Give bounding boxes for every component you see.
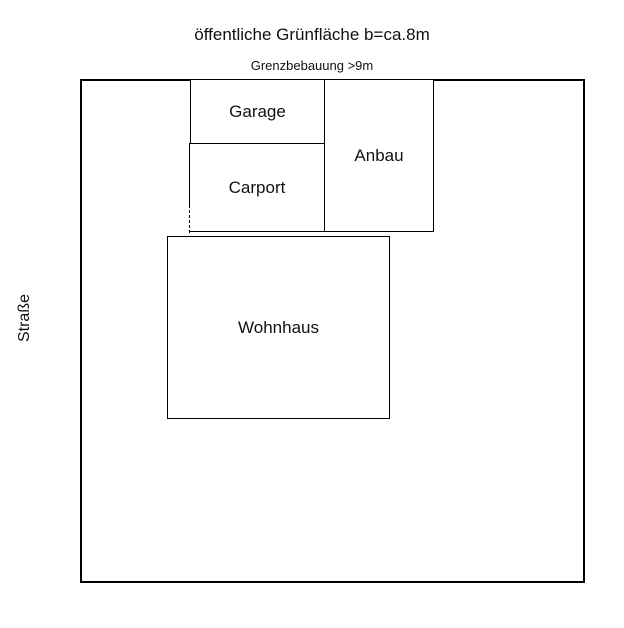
building-wohnhaus: Wohnhaus — [167, 236, 390, 419]
building-anbau-label: Anbau — [354, 145, 404, 165]
building-garage-label: Garage — [229, 101, 286, 121]
carport-edge-dashed — [189, 205, 190, 233]
building-anbau: Anbau — [324, 79, 434, 232]
carport-edge-solid — [189, 143, 190, 205]
street-label: Straße — [16, 294, 33, 343]
plan-title: öffentliche Grünfläche b=ca.8m — [194, 25, 430, 44]
building-carport: Carport — [190, 143, 325, 232]
building-garage: Garage — [190, 79, 325, 144]
plan-subtitle: Grenzbebauung >9m — [250, 58, 374, 73]
building-carport-label: Carport — [228, 177, 286, 197]
building-wohnhaus-label: Wohnhaus — [238, 317, 319, 337]
